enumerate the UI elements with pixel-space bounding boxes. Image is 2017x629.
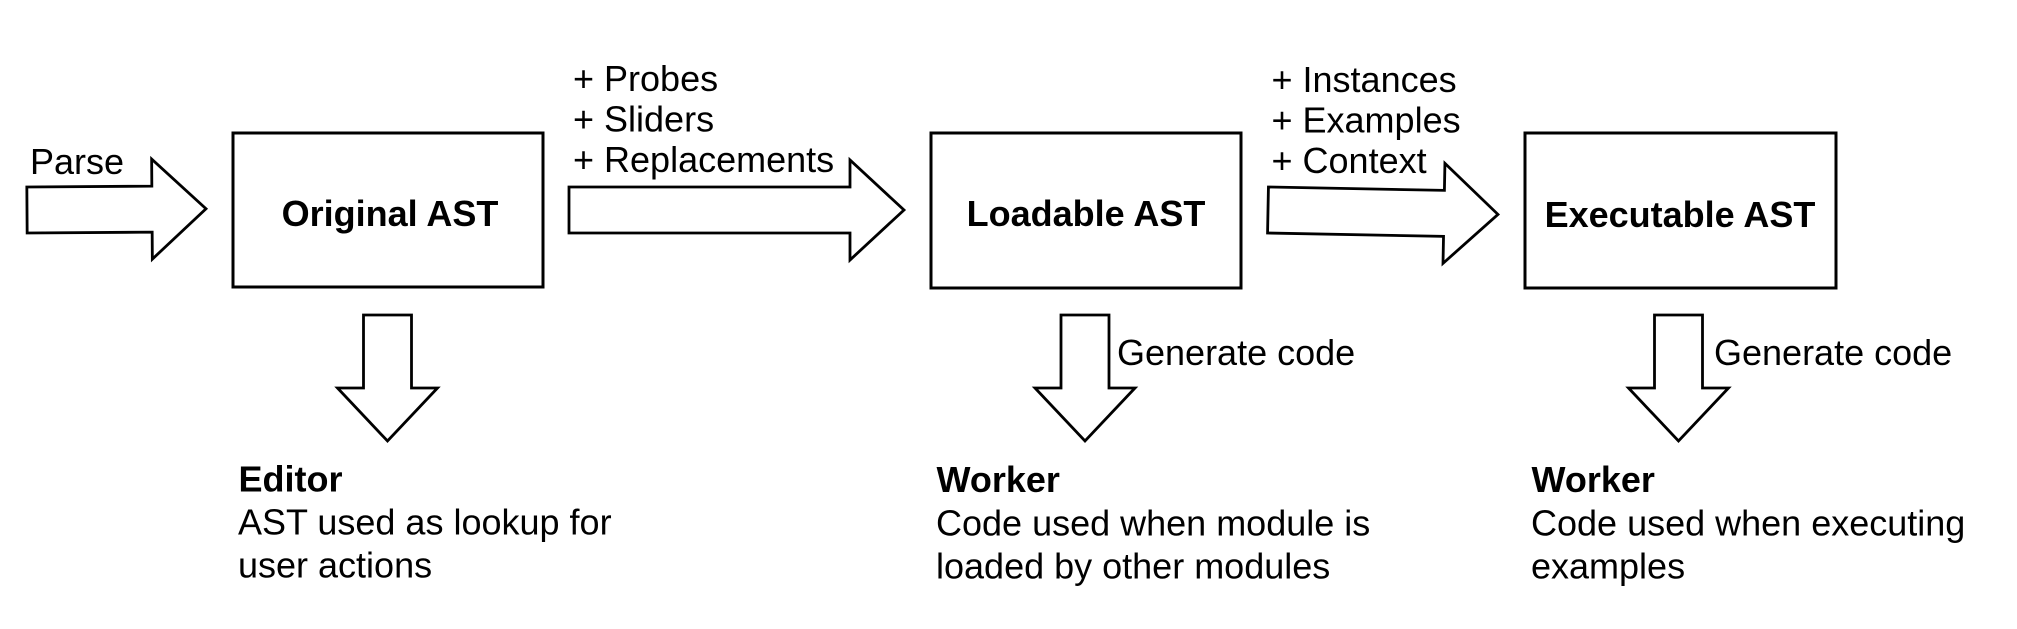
svg-text:Worker: Worker: [937, 459, 1060, 500]
svg-text:AST used as lookup for: AST used as lookup for: [238, 502, 612, 543]
svg-text:+ Context: + Context: [1272, 140, 1427, 181]
svg-text:+ Probes: + Probes: [573, 58, 718, 99]
svg-text:Generate code: Generate code: [1117, 332, 1355, 373]
svg-text:loaded by other modules: loaded by other modules: [936, 546, 1330, 587]
svg-text:+ Replacements: + Replacements: [573, 139, 834, 180]
svg-text:Code used when executing: Code used when executing: [1531, 503, 1965, 544]
svg-text:Loadable AST: Loadable AST: [967, 193, 1206, 234]
svg-text:+ Sliders: + Sliders: [573, 99, 714, 140]
svg-text:Editor: Editor: [239, 459, 343, 500]
svg-text:Code used when module is: Code used when module is: [936, 503, 1370, 544]
svg-text:Generate code: Generate code: [1714, 332, 1952, 373]
svg-text:Worker: Worker: [1532, 459, 1655, 500]
svg-text:+ Instances: + Instances: [1272, 59, 1457, 100]
svg-text:+ Examples: + Examples: [1272, 100, 1461, 141]
svg-text:Parse: Parse: [30, 141, 124, 182]
svg-text:user actions: user actions: [238, 545, 432, 586]
svg-text:Original AST: Original AST: [282, 193, 499, 234]
svg-text:Executable AST: Executable AST: [1545, 194, 1816, 235]
svg-text:examples: examples: [1531, 546, 1685, 587]
